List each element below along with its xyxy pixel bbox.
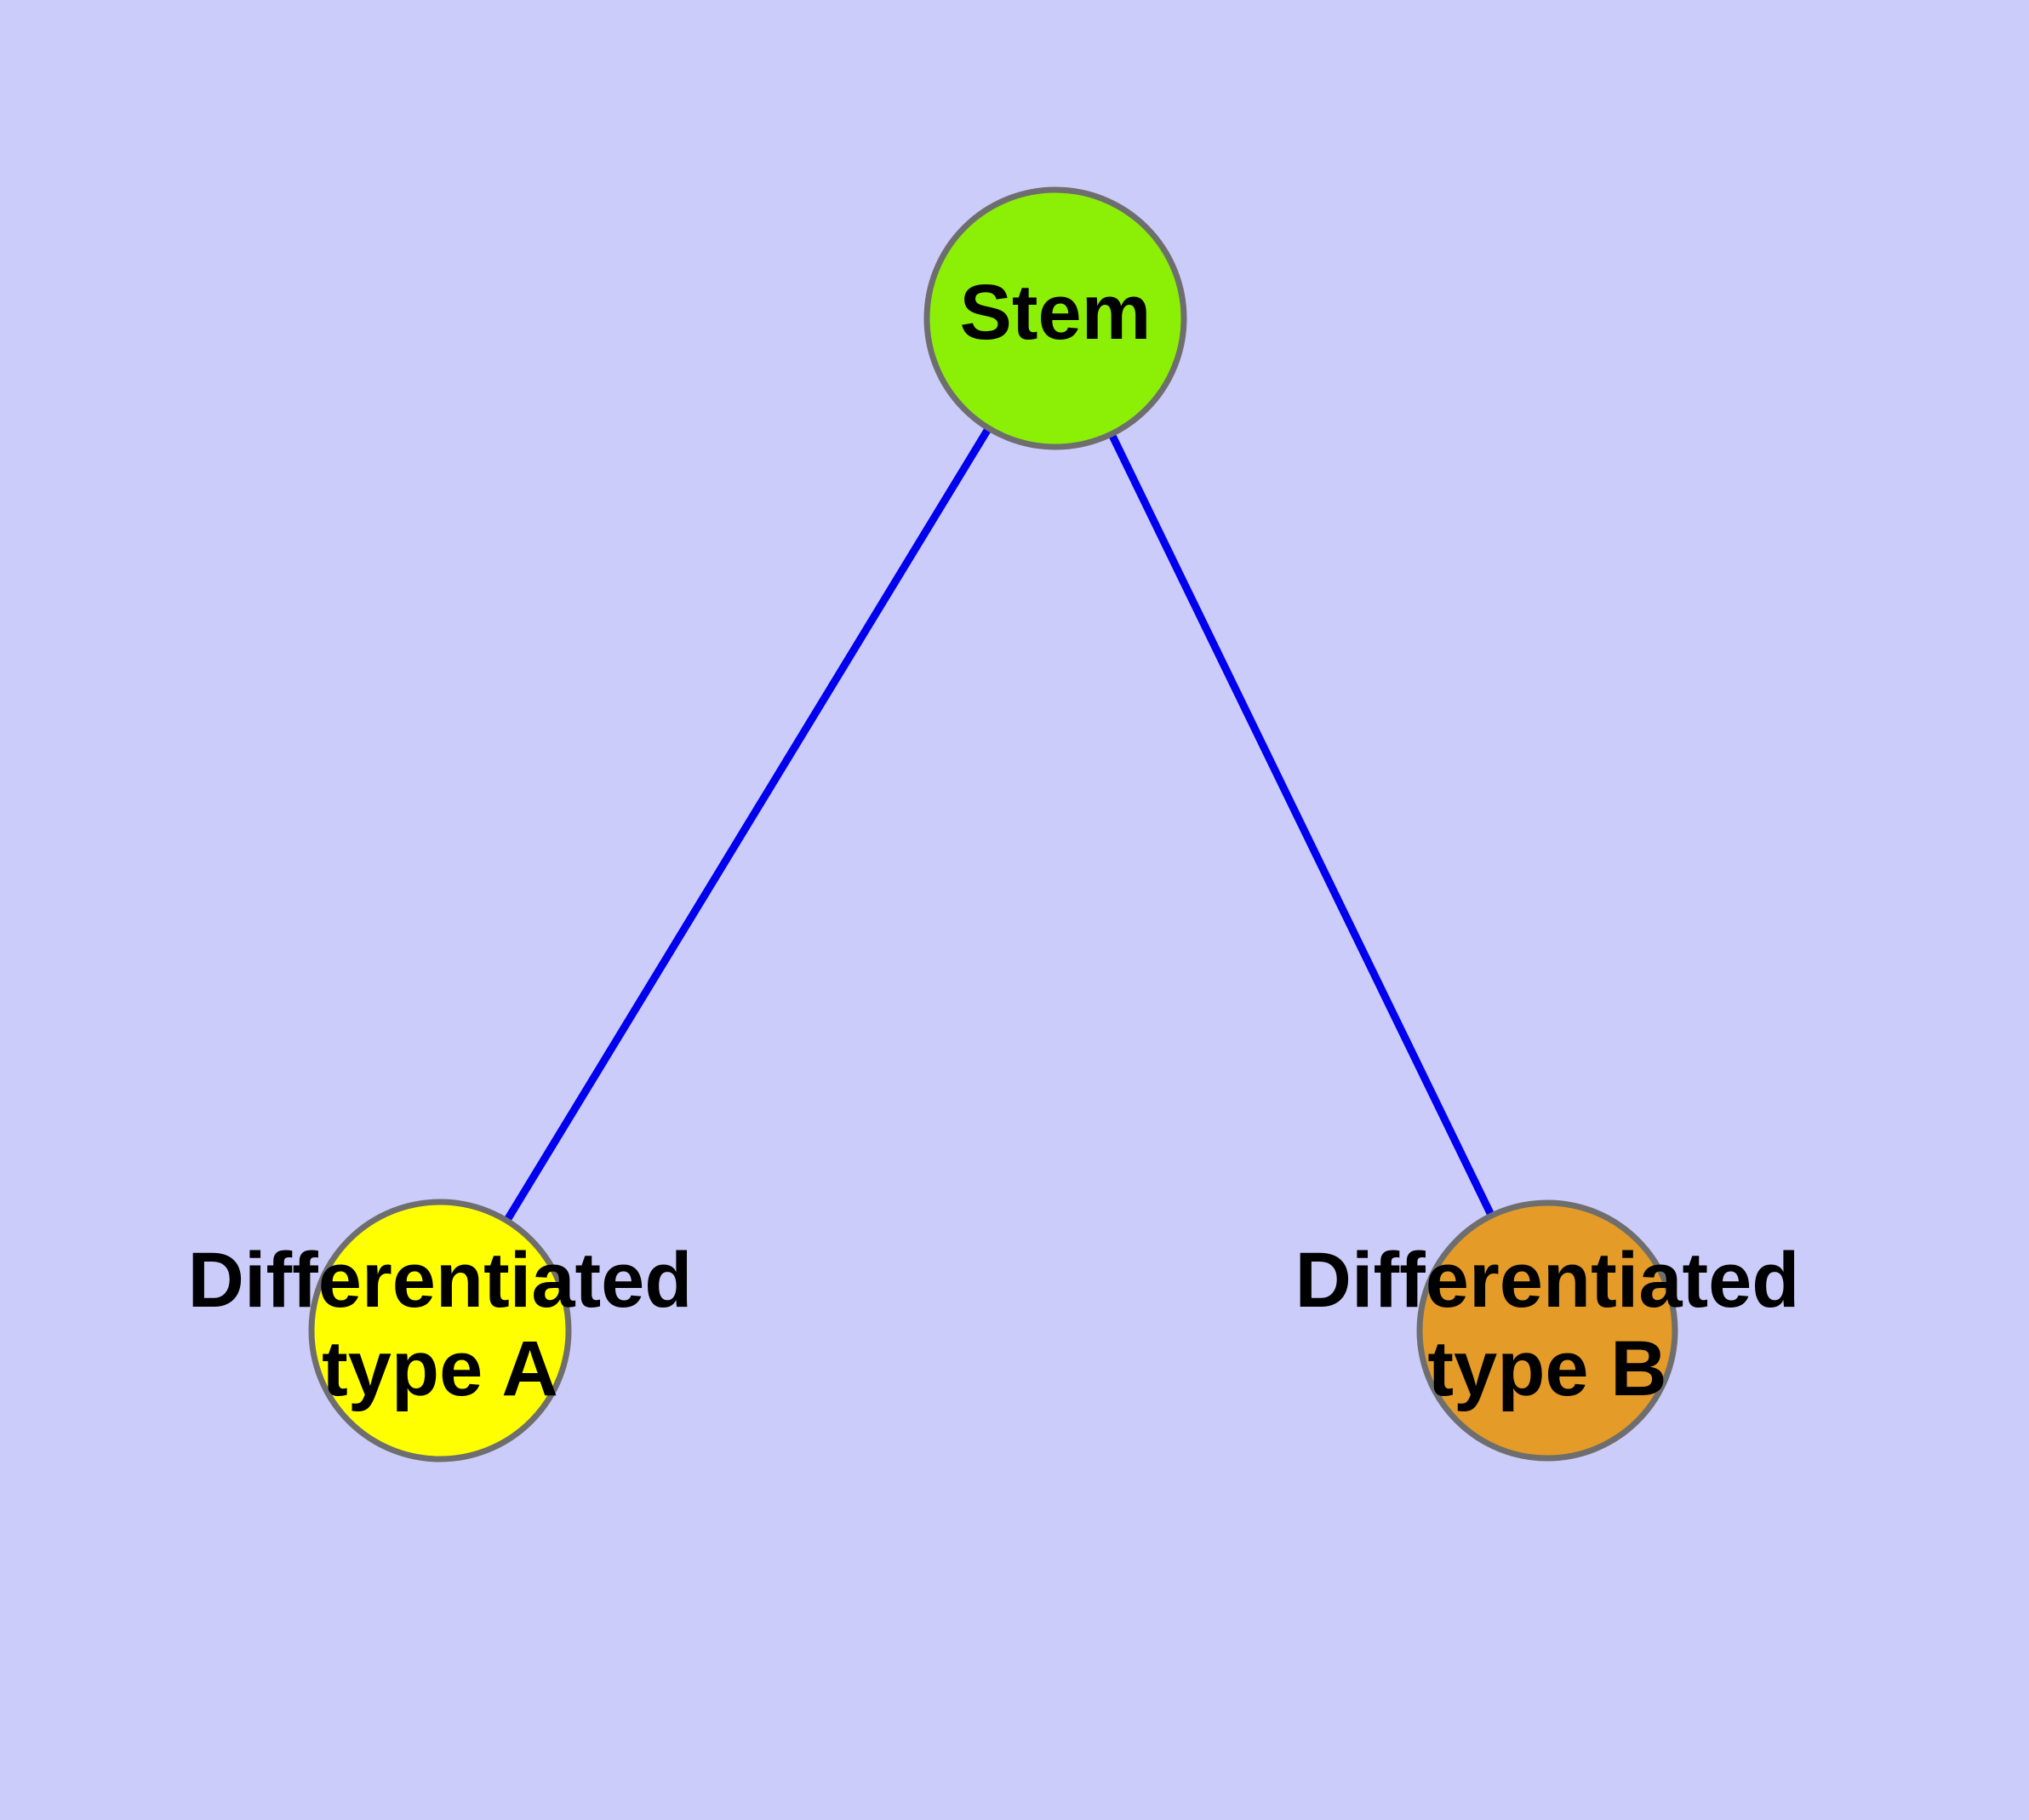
node-label-line: Differentiated: [188, 1237, 693, 1324]
node-circle-diff_b[interactable]: [1416, 1199, 1678, 1462]
node-label-line: Stem: [960, 269, 1152, 356]
node-label-line: Differentiated: [1295, 1237, 1800, 1324]
node-label-line: type B: [1427, 1325, 1666, 1412]
node-label-line: type A: [322, 1325, 558, 1412]
node-circle-stem[interactable]: [923, 186, 1187, 450]
graph-edge-stem-diff_b[interactable]: [1107, 432, 1495, 1218]
node-label-stem: Stem: [960, 269, 1152, 356]
node-circle-diff_a[interactable]: [308, 1199, 572, 1462]
edges-layer: [503, 426, 1495, 1223]
graph-edge-stem-diff_a[interactable]: [503, 426, 992, 1223]
graph-node-stem[interactable]: Stem: [923, 186, 1187, 450]
